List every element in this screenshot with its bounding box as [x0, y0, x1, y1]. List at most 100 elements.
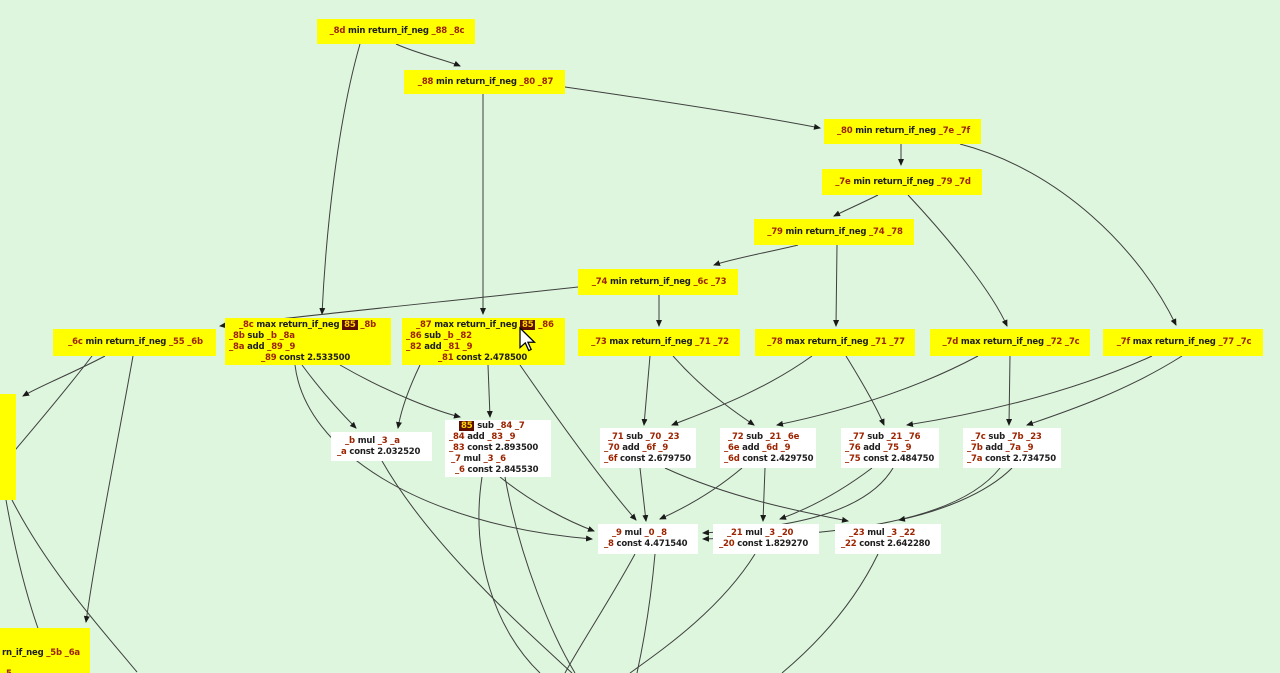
token: const: [467, 443, 493, 453]
edge: [301, 364, 357, 429]
token: _22: [841, 539, 857, 549]
token: _72: [1046, 337, 1063, 347]
graph-node-7c[interactable]: _7c sub _7b _23_7b add _7a _9_7a const 2…: [963, 428, 1061, 468]
graph-node-73[interactable]: _73 max return_if_neg _71 _72: [578, 329, 740, 356]
graph-node-9[interactable]: _9 mul _0 _8_8 const 4.471540: [598, 524, 698, 554]
graph-node-b[interactable]: _b mul _3 _a_a const 2.032520: [331, 432, 432, 461]
graph-node-7e[interactable]: _7e min return_if_neg _79 _7d: [822, 169, 982, 195]
token: _8c: [449, 26, 465, 36]
token: _6a: [64, 647, 81, 658]
token: _6e: [783, 431, 800, 442]
token: add: [424, 341, 442, 352]
token: add: [467, 432, 485, 442]
token: _21: [765, 431, 782, 442]
token: _7f: [1116, 337, 1130, 347]
token: _71: [608, 431, 624, 442]
token: _9: [612, 528, 622, 538]
token: _70: [645, 431, 662, 442]
token: add: [247, 341, 265, 352]
edge: [959, 143, 1177, 326]
edge: [845, 355, 885, 426]
token: _a: [390, 435, 400, 446]
graph-node-87[interactable]: _87 max return_if_neg 85 _86_86 sub _b _…: [402, 318, 565, 365]
graph-node-21[interactable]: _21 mul _3 _20_20 const 1.829270: [713, 524, 819, 554]
token: const: [859, 539, 885, 549]
edge: [486, 364, 493, 418]
token: _77: [849, 431, 865, 442]
token: _84: [449, 432, 465, 442]
token: _0: [644, 528, 655, 538]
edge: [22, 355, 106, 397]
token: _89: [261, 352, 277, 363]
graph-node-74[interactable]: _74 min return_if_neg _6c _73: [578, 269, 738, 295]
graph-node-6c[interactable]: _6c min return_if_neg _55 _6b: [53, 329, 216, 356]
token: _20: [719, 539, 735, 549]
token: 4.471540: [644, 539, 688, 549]
graph-node-71[interactable]: _71 sub _70 _23_70 add _6f _9_6f const 2…: [600, 428, 696, 468]
graph-node-6b-partial[interactable]: rn_if_neg _5b _6a_5: [0, 628, 90, 673]
graph-node-88[interactable]: _88 min return_if_neg _80 _87: [404, 70, 565, 94]
graph-node-8c[interactable]: _8c max return_if_neg 85 _8b_8b sub _b _…: [225, 318, 391, 365]
token: _73: [710, 276, 727, 287]
token: _8: [604, 539, 614, 549]
token: sub: [988, 431, 1005, 442]
token: const: [737, 539, 763, 549]
token: min return_if_neg: [85, 337, 167, 347]
highlighted-symbol: 85: [342, 319, 358, 330]
token: _21: [727, 528, 743, 538]
graph-node-77[interactable]: _77 sub _21 _76_76 add _75 _9_75 const 2…: [841, 428, 939, 468]
edge: [395, 43, 461, 67]
graph-node-left-partial[interactable]: [0, 394, 16, 500]
edge: [898, 467, 1013, 522]
token: _75: [845, 453, 861, 464]
token: _9: [462, 341, 473, 352]
token: min return_if_neg: [855, 126, 936, 136]
token: _5b: [46, 647, 62, 658]
graph-node-7d[interactable]: _7d max return_if_neg _72 _7c: [930, 329, 1090, 356]
token: _88: [417, 76, 434, 87]
token: _7f: [956, 126, 971, 136]
graph-node-80[interactable]: _80 min return_if_neg _7e _7f: [824, 119, 981, 144]
token: _3: [765, 528, 776, 538]
token: _83: [449, 443, 465, 453]
token: _6d: [762, 442, 778, 453]
token: rn_if_neg: [2, 647, 44, 658]
token: _79: [936, 176, 953, 187]
edge: [11, 499, 138, 673]
highlighted-symbol: 85: [519, 319, 536, 330]
token: _6c: [693, 276, 709, 287]
graph-node-23[interactable]: _23 mul _3 _22_22 const 2.642280: [835, 524, 941, 554]
token: min return_if_neg: [436, 76, 517, 87]
token: add: [622, 442, 640, 453]
edge: [381, 460, 573, 673]
graph-node-8d[interactable]: _8d min return_if_neg _88 _8c: [317, 19, 475, 44]
token: _9: [901, 442, 912, 453]
token: const: [985, 453, 1011, 464]
token: _8: [657, 528, 667, 538]
token: _23: [1026, 431, 1042, 442]
token: _3: [377, 435, 388, 446]
graph-node-79[interactable]: _79 min return_if_neg _74 _78: [754, 219, 914, 245]
token: mul: [867, 528, 885, 538]
token: _86: [406, 330, 422, 341]
token: _8a: [279, 330, 296, 341]
graph-node-85[interactable]: 85 sub _84 _7_84 add _83 _9_83 const 2.8…: [445, 420, 551, 477]
token: 2.478500: [484, 352, 528, 363]
token: _7: [451, 454, 461, 464]
token: _7c: [1236, 337, 1252, 347]
edge: [636, 553, 656, 673]
graph-node-7f[interactable]: _7f max return_if_neg _77 _7c: [1103, 329, 1263, 356]
token: _8c: [239, 319, 254, 330]
token: _9: [285, 341, 296, 352]
token: const: [456, 352, 482, 363]
token: sub: [626, 431, 643, 442]
token: _23: [849, 528, 865, 538]
graph-node-78[interactable]: _78 max return_if_neg _71 _77: [755, 329, 915, 356]
edge: [319, 43, 361, 315]
highlighted-symbol: 85: [459, 421, 475, 431]
token: _9: [1023, 442, 1034, 453]
graph-node-72[interactable]: _72 sub _21 _6e_6e add _6d _9_6d const 2…: [720, 428, 816, 468]
token: const: [620, 453, 646, 464]
edge: [629, 553, 756, 673]
